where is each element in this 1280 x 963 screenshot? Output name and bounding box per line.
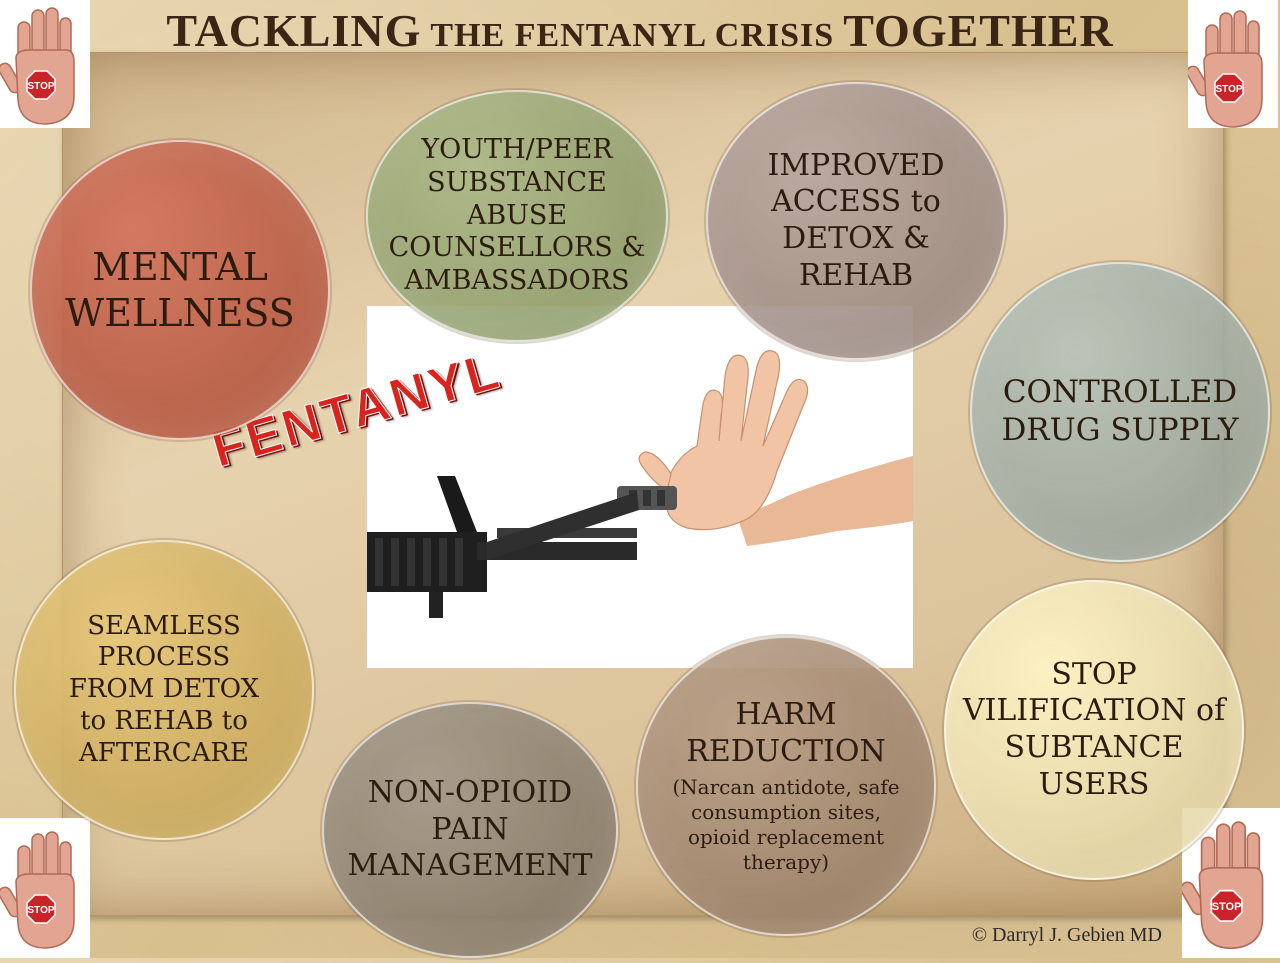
stop-hand-icon: STOP: [0, 831, 75, 949]
circle-text: STOP VILIFICATION of SUBTANCE USERS: [962, 656, 1226, 802]
circle-text: IMPROVED ACCESS to DETOX & REHAB: [767, 147, 945, 293]
circle-controlled-drug-supply: CONTROLLED DRUG SUPPLY: [970, 262, 1270, 562]
stop-hand-top-right: STOP: [1186, 0, 1278, 128]
circle-text: YOUTH/PEER SUBSTANCE ABUSE COUNSELLORS &…: [388, 133, 646, 297]
circle-text: HARM REDUCTION: [686, 697, 886, 769]
copyright-notice: © Darryl J. Gebien MD: [971, 924, 1162, 946]
title-word-tackling: TACKLING: [166, 5, 422, 56]
circle-text: SEAMLESS PROCESS FROM DETOX to REHAB to …: [68, 610, 260, 768]
stop-hand-top-left: STOP: [0, 0, 90, 128]
stop-text: STOP: [1212, 901, 1241, 913]
center-photo: [367, 306, 913, 668]
circle-seamless-process: SEAMLESS PROCESS FROM DETOX to REHAB to …: [14, 540, 314, 840]
stop-text: STOP: [1215, 84, 1242, 95]
title-middle: THE FENTANYL CRISIS: [430, 17, 835, 54]
circle-stop-vilification: STOP VILIFICATION of SUBTANCE USERS: [944, 580, 1244, 880]
circle-text: NON-OPIOID PAIN MANAGEMENT: [347, 775, 593, 884]
circle-non-opioid-pain: NON-OPIOID PAIN MANAGEMENT: [322, 702, 618, 958]
stop-hand-icon: STOP: [1186, 10, 1263, 128]
stop-hand-icon: STOP: [1180, 821, 1264, 950]
circle-mental-wellness: MENTAL WELLNESS: [30, 140, 330, 440]
rifle-and-hand-image: [367, 350, 913, 618]
stop-text: STOP: [27, 905, 54, 916]
circle-text: MENTAL WELLNESS: [65, 244, 295, 335]
stop-hand-icon: STOP: [0, 7, 75, 125]
circle-harm-reduction: HARM REDUCTION (Narcan antidote, safe co…: [636, 636, 936, 936]
stop-text: STOP: [27, 81, 54, 92]
stop-hand-bottom-left: STOP: [0, 818, 90, 958]
circle-improved-access: IMPROVED ACCESS to DETOX & REHAB: [706, 82, 1006, 360]
circle-subtext: (Narcan antidote, safe consumption sites…: [672, 774, 900, 874]
title-word-together: TOGETHER: [843, 5, 1114, 56]
circle-youth-peer-counsellors: YOUTH/PEER SUBSTANCE ABUSE COUNSELLORS &…: [366, 90, 668, 342]
circle-text: CONTROLLED DRUG SUPPLY: [1001, 374, 1239, 448]
page-title: TACKLING THE FENTANYL CRISIS TOGETHER: [0, 4, 1280, 57]
